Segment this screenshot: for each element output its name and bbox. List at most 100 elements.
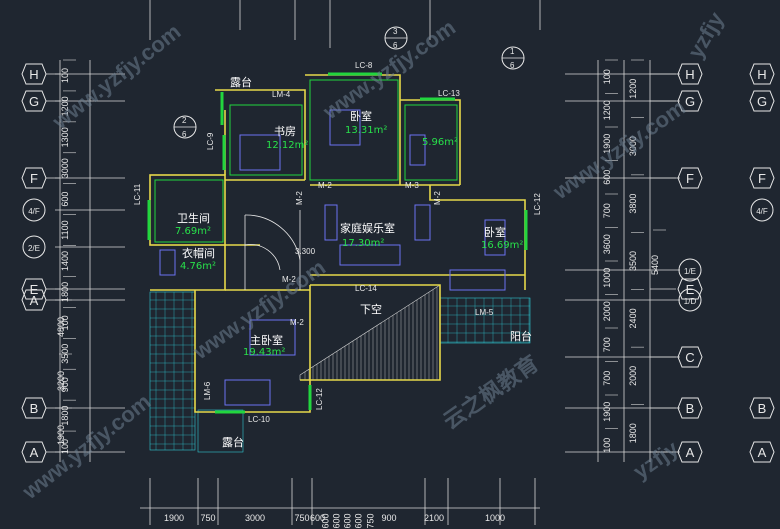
right-far-axis-2-label: F bbox=[758, 171, 766, 186]
dim-right2-5: 2000 bbox=[628, 366, 638, 386]
room-area-bedroom-right: 16.69m² bbox=[481, 240, 523, 251]
dim-left1-2: 1300 bbox=[60, 127, 70, 147]
room-name-terrace-bottom: 露台 bbox=[222, 435, 244, 449]
left-axis-5: B bbox=[21, 397, 47, 419]
right-far-axis-low-1: A bbox=[749, 441, 775, 463]
right-axis-0: H bbox=[677, 63, 703, 85]
code-lc9: LC-9 bbox=[206, 132, 215, 150]
code-lc12b: LC-12 bbox=[315, 388, 324, 410]
right-axis-4-label: C bbox=[685, 350, 694, 365]
dim-right1-1: 1200 bbox=[602, 100, 612, 120]
top-grid-lines bbox=[149, 0, 541, 48]
dim-bottom-9: 750 bbox=[366, 513, 376, 528]
callout-left-num: 2 bbox=[182, 116, 187, 125]
watermark-1: www.yzfjy.com bbox=[318, 15, 460, 125]
dim-left1-5: 1100 bbox=[60, 220, 70, 239]
callout-right-den: 6 bbox=[510, 61, 515, 70]
dim-right1-7: 2000 bbox=[602, 301, 612, 321]
right-far-axis-1-label: G bbox=[757, 94, 767, 109]
right-far-axis-low-0: B bbox=[749, 397, 775, 419]
dim-right2-3: 3500 bbox=[628, 251, 638, 271]
right-axis-6: A bbox=[677, 441, 703, 463]
callout-right: 1 6 bbox=[501, 46, 525, 70]
right-axis-5-label: B bbox=[686, 401, 695, 416]
code-lc8: LC-8 bbox=[355, 61, 373, 70]
callout-top-num: 3 bbox=[393, 27, 398, 36]
left-axis-1: G bbox=[21, 90, 47, 112]
right-axis-0-label: H bbox=[685, 67, 694, 82]
dim-left1-3: 3000 bbox=[60, 158, 70, 178]
terrace-hatch bbox=[149, 291, 531, 453]
right-far-axis-0: H bbox=[749, 63, 775, 85]
code-lc10: LC-10 bbox=[248, 415, 270, 424]
dim-left1-4: 600 bbox=[60, 192, 70, 207]
left-axis-6: A bbox=[21, 441, 47, 463]
dim-left1-11: 1800 bbox=[60, 406, 70, 426]
dim-right1-10: 1900 bbox=[602, 402, 612, 422]
furniture bbox=[159, 109, 506, 406]
dim-left1-8: 100 bbox=[60, 315, 70, 330]
right-far-axis-low-0-label: B bbox=[758, 401, 767, 416]
code-lc11: LC-11 bbox=[133, 183, 142, 205]
code-m2b: M-2 bbox=[295, 191, 304, 205]
callout-top-den: 6 bbox=[393, 41, 398, 50]
terrace-grid bbox=[150, 292, 530, 450]
right-axis-5: B bbox=[677, 397, 703, 419]
right-far-axis-1: G bbox=[749, 90, 775, 112]
left-axis-extra-0: 4/F bbox=[22, 198, 46, 222]
void-hatch-lines bbox=[304, 286, 438, 380]
dim-right2-1: 3000 bbox=[628, 136, 638, 156]
code-lm5: LM-5 bbox=[475, 308, 494, 317]
room-name-bedroom-top: 卧室 bbox=[350, 109, 372, 123]
dim-bottom-6: 600 bbox=[332, 513, 342, 528]
dim-left1-7: 1800 bbox=[60, 282, 70, 302]
dim-bottom-0: 1900 bbox=[164, 513, 184, 523]
room-area-closet: 4.76m² bbox=[180, 261, 216, 272]
dim-right1-3: 600 bbox=[602, 170, 612, 185]
right-axis-2: F bbox=[677, 167, 703, 189]
left-axis-0-label: H bbox=[29, 67, 38, 82]
dim-left1-12: 100 bbox=[60, 439, 70, 454]
dim-left1-10: 900 bbox=[60, 377, 70, 392]
code-m2c: M-2 bbox=[433, 191, 442, 205]
dim-right1-11: 100 bbox=[602, 438, 612, 453]
left-dimension-lines bbox=[55, 60, 125, 462]
right-axis-extra-1: 1/E bbox=[678, 258, 702, 282]
dim-bottom-2: 3000 bbox=[245, 513, 265, 523]
right-axis-6-label: A bbox=[686, 445, 695, 460]
watermark-7: yzfjy bbox=[683, 7, 729, 63]
dim-left1-1: 1200 bbox=[60, 96, 70, 116]
left-axis-4: A bbox=[21, 289, 47, 311]
right-axis-2-label: F bbox=[686, 171, 694, 186]
bottom-dimension-lines bbox=[140, 478, 540, 525]
room-area-study: 12.12m² bbox=[266, 140, 308, 151]
room-name-terrace-top: 露台 bbox=[230, 75, 252, 89]
code-lc14: LC-14 bbox=[355, 284, 377, 293]
left-axis-4-label: A bbox=[30, 293, 39, 308]
windows bbox=[147, 72, 528, 414]
room-name-bedroom-right: 卧室 bbox=[484, 225, 506, 239]
callout-left: 2 6 bbox=[173, 115, 197, 139]
code-lc12a: LC-12 bbox=[533, 193, 542, 215]
level-marker: 3.300 bbox=[295, 247, 316, 256]
callout-left-den: 6 bbox=[182, 130, 187, 139]
room-area-bedroom-top: 13.31m² bbox=[345, 125, 387, 136]
dim-bottom-1: 750 bbox=[200, 513, 215, 523]
right-far-axis-0-label: H bbox=[757, 67, 766, 82]
dim-bottom-10: 900 bbox=[381, 513, 396, 523]
left-axis-0: H bbox=[21, 63, 47, 85]
right-far-axis-2: F bbox=[749, 167, 775, 189]
dim-right1-4: 700 bbox=[602, 203, 612, 218]
right-dims-col3: 5400 bbox=[650, 229, 666, 275]
right-axis-3: E bbox=[677, 278, 703, 300]
dim-bottom-12: 1000 bbox=[485, 513, 505, 523]
room-name-master: 主卧室 bbox=[250, 333, 283, 347]
callout-right-num: 1 bbox=[510, 47, 515, 56]
